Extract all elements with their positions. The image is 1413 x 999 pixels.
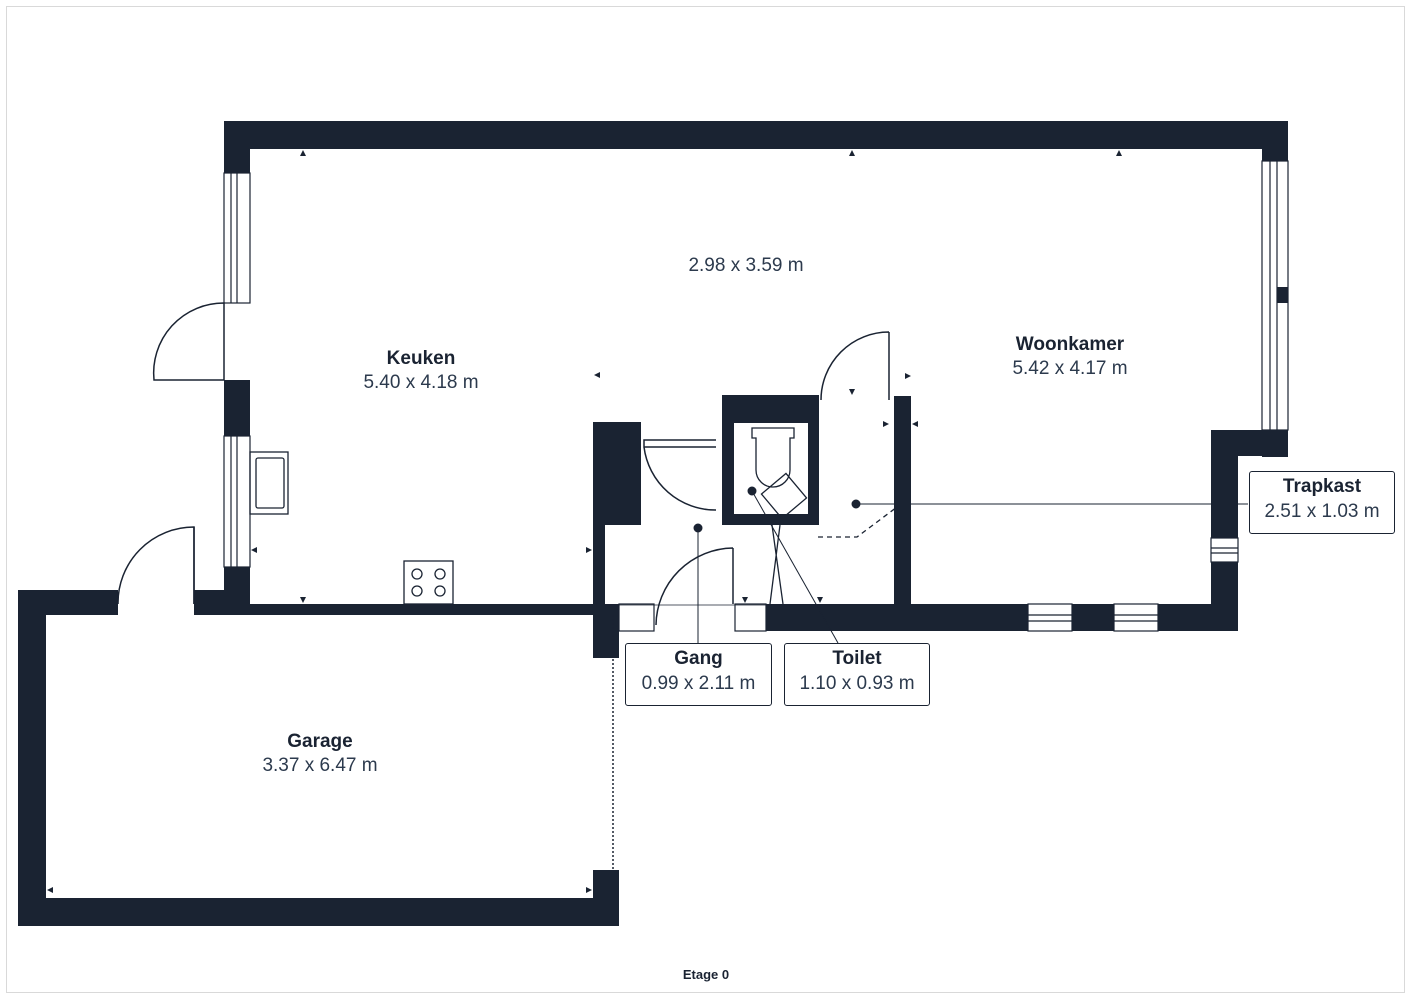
toilet-sink — [760, 472, 808, 520]
door-woonkamer — [820, 331, 890, 401]
door-toilet — [643, 439, 717, 511]
wall-toilet-top — [722, 395, 819, 423]
wall-living-inner — [894, 396, 911, 604]
room-label-garage: Garage 3.37 x 6.47 m — [262, 730, 377, 778]
wall-kitchen-bottom-end — [194, 590, 250, 615]
wall-kitchen-left-top — [224, 121, 250, 173]
wall-garage-left — [18, 590, 46, 926]
stove — [403, 560, 454, 605]
callout-trapkast: Trapkast 2.51 x 1.03 m — [1249, 471, 1395, 534]
wall-right-top — [1262, 121, 1288, 161]
wall-garage-bottom — [18, 898, 619, 926]
room-dims: 2.51 x 1.03 m — [1264, 500, 1380, 522]
wall-kitchen-left-mid — [224, 380, 250, 436]
room-name: Woonkamer — [1015, 334, 1125, 355]
room-label-woonkamer: Woonkamer 5.42 x 4.17 m — [1012, 333, 1127, 381]
page-frame — [6, 6, 1405, 993]
wall-top — [224, 121, 1288, 149]
floor-label: Etage 0 — [682, 967, 730, 982]
room-label-keuken: Keuken 5.40 x 4.18 m — [363, 347, 478, 395]
window-trapkast — [1210, 537, 1239, 563]
toilet-bowl — [751, 427, 795, 488]
wall-gang-left — [593, 422, 605, 658]
door-garage — [117, 526, 195, 605]
wall-gang-lower — [593, 604, 619, 658]
room-name: Trapkast — [1282, 476, 1362, 497]
wall-kitchen-bottom — [194, 604, 594, 615]
room-dims: 2.98 x 3.59 m — [688, 255, 804, 276]
sink — [249, 451, 289, 515]
room-name: Keuken — [386, 348, 456, 369]
window-gang-1 — [618, 603, 655, 632]
wall-garage-right — [593, 870, 619, 926]
wall-toilet-bottom — [722, 514, 819, 525]
window-gang-2 — [734, 603, 767, 632]
door-kitchen-outside — [152, 302, 225, 381]
wall-trapkast-left — [1211, 430, 1238, 538]
room-name: Toilet — [832, 648, 882, 669]
wall-toilet-right — [808, 395, 819, 525]
callout-toilet: Toilet 1.10 x 0.93 m — [784, 643, 930, 706]
wall-right-bottom — [1262, 430, 1288, 457]
room-dims: 5.42 x 4.17 m — [1012, 357, 1128, 379]
room-name: Garage — [287, 731, 353, 752]
room-name: Gang — [674, 648, 723, 669]
room-label-extra: 2.98 x 3.59 m — [688, 254, 803, 278]
callout-gang: Gang 0.99 x 2.11 m — [625, 643, 772, 706]
room-dims: 0.99 x 2.11 m — [641, 672, 756, 694]
wall-living-bottom-c — [1158, 604, 1238, 631]
room-dims: 5.40 x 4.18 m — [363, 371, 479, 393]
wall-living-bottom-a — [766, 604, 1028, 631]
wall-living-bottom-b — [1072, 604, 1114, 631]
room-dims: 1.10 x 0.93 m — [799, 672, 915, 694]
stair-lines — [769, 524, 784, 605]
room-dims: 3.37 x 6.47 m — [262, 754, 378, 776]
door-gang — [655, 547, 734, 626]
window-living-bottom-1 — [1027, 603, 1073, 632]
wall-toilet-left — [722, 395, 734, 525]
window-living-bottom-2 — [1113, 603, 1159, 632]
